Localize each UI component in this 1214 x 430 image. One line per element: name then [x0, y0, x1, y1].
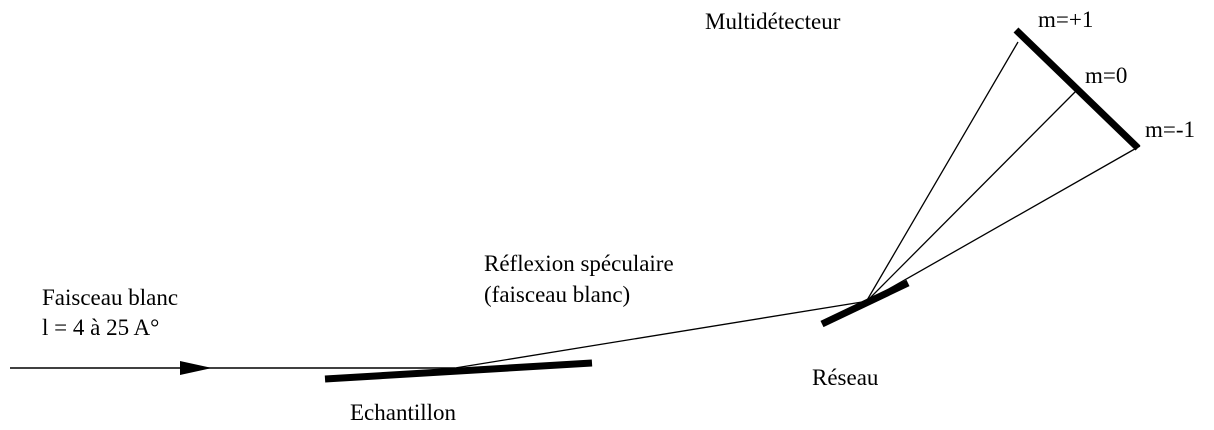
- diffracted-beam-order-zero: [865, 89, 1078, 303]
- diffracted-beam-order-minus1: [865, 145, 1141, 303]
- specular-label-line1: Réflexion spéculaire: [484, 251, 674, 276]
- specular-label-line2: (faisceau blanc): [484, 282, 630, 307]
- sample-bar: [324, 359, 593, 383]
- multidetector-bar: [1013, 27, 1141, 151]
- grating-bar: [820, 279, 910, 328]
- incident-beam-label-line1: Faisceau blanc: [42, 285, 178, 310]
- incident-beam-arrow-icon: [180, 361, 212, 375]
- specular-beam-line: [454, 301, 863, 369]
- order-zero-label: m=0: [1085, 63, 1127, 88]
- multidetector-label: Multidétecteur: [705, 9, 841, 34]
- sample-label: Echantillon: [350, 400, 457, 425]
- order-plus1-label: m=+1: [1038, 7, 1093, 32]
- incident-beam-label-line2: l = 4 à 25 A°: [42, 315, 159, 340]
- diffracted-beam-order-plus1: [865, 41, 1019, 303]
- grating-label: Réseau: [812, 365, 879, 390]
- order-minus1-label: m=-1: [1145, 117, 1195, 142]
